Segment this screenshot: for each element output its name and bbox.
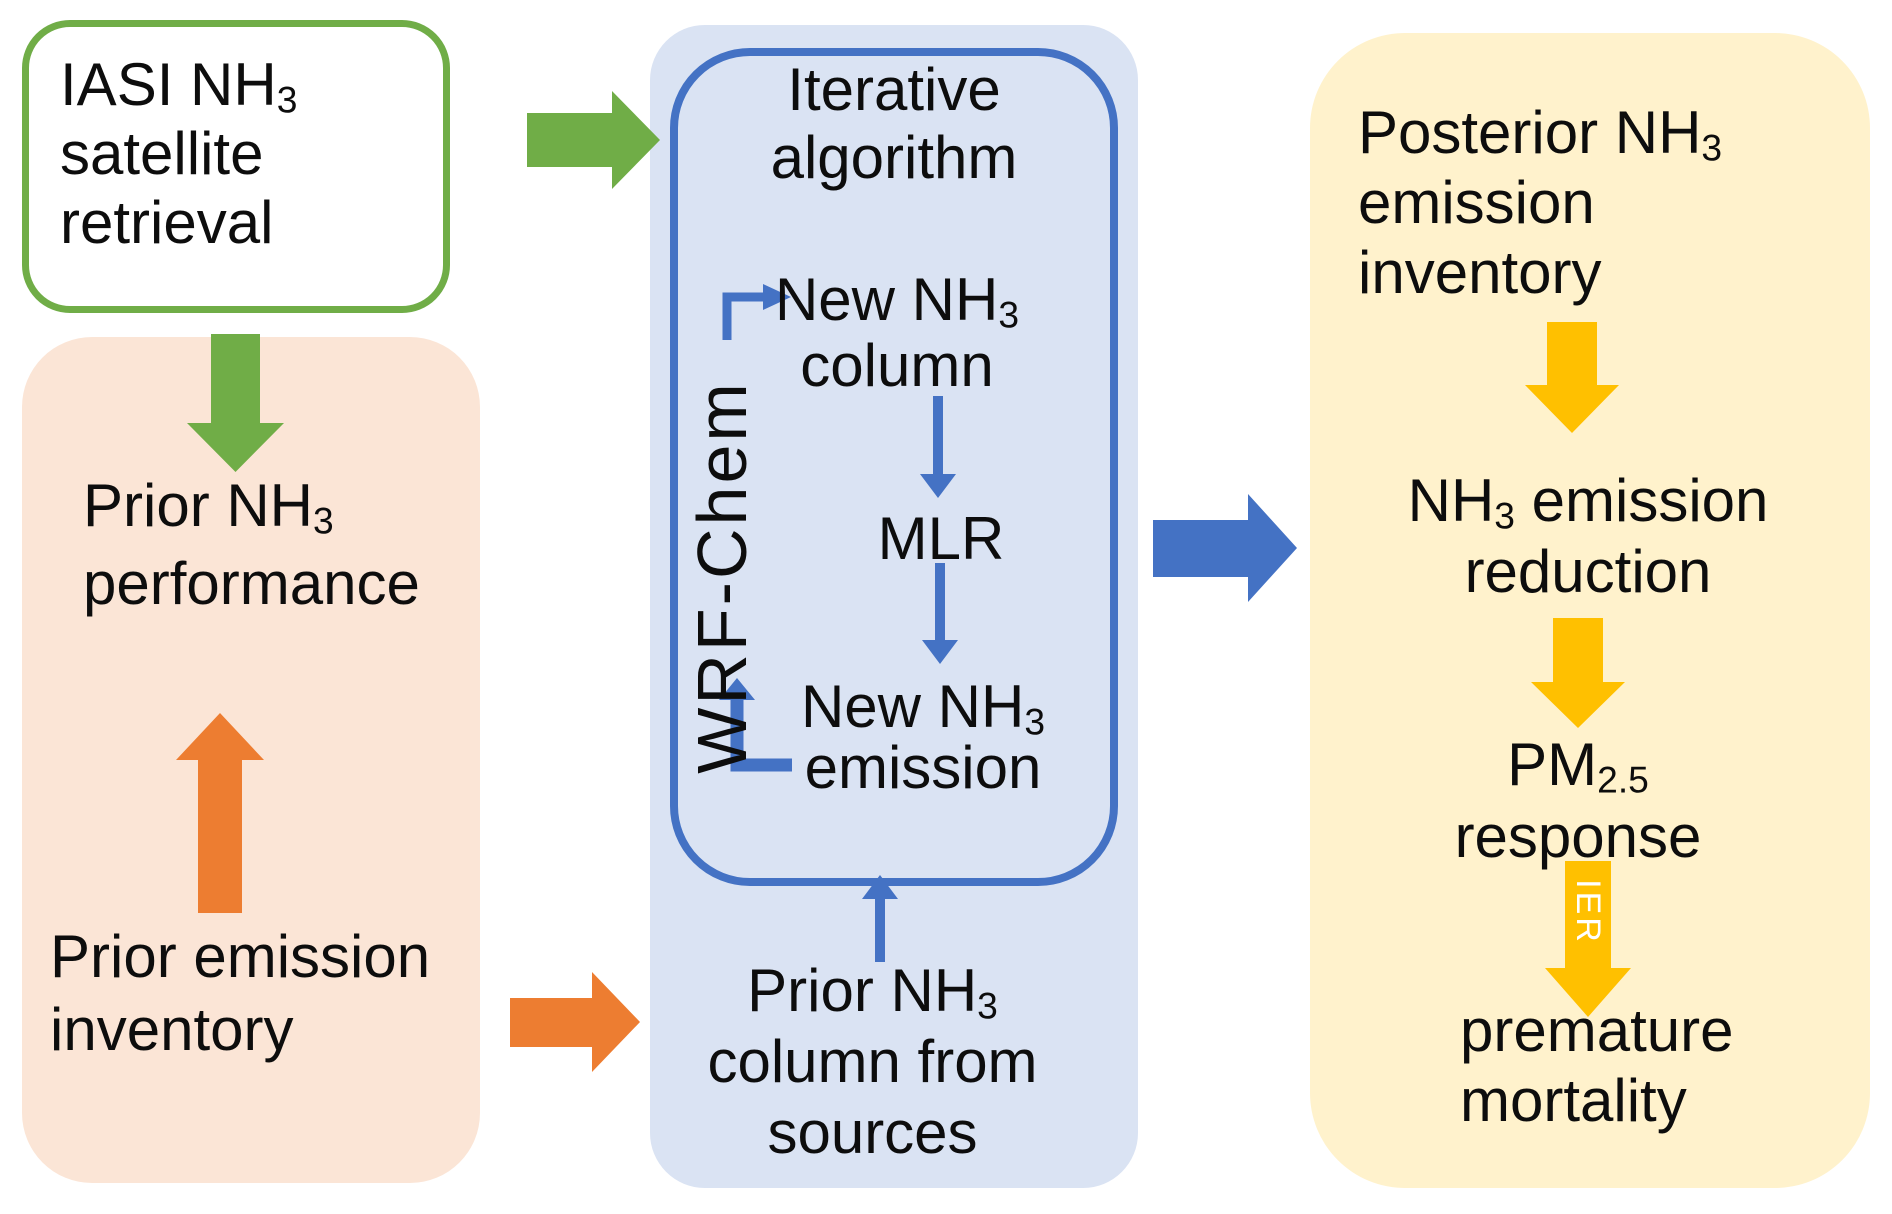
emission-reduction-line1-text: NH bbox=[1407, 467, 1495, 534]
new-emission-line2: emission bbox=[804, 734, 1042, 801]
loop-connector-new-emission-to-wrfchem bbox=[730, 700, 792, 772]
iterative-title: Iterative algorithm bbox=[670, 56, 1118, 192]
nh3-subscript: 3 bbox=[1024, 700, 1046, 743]
posterior-inventory-label: Posterior NH3 emission inventory bbox=[1358, 98, 1722, 308]
pm-response-label: PM2.5 response bbox=[1330, 729, 1826, 873]
ier-arrow-label: IER bbox=[1569, 879, 1607, 945]
nh3-subscript: 3 bbox=[977, 984, 998, 1027]
new-emission-label: New NH3 emission bbox=[780, 676, 1066, 798]
new-emission-line1-text: New NH bbox=[800, 673, 1025, 740]
posterior-line1-text: Posterior NH bbox=[1358, 99, 1702, 166]
prior-column-line1-text: Prior NH bbox=[747, 957, 978, 1024]
orange-up-arrow bbox=[176, 713, 264, 913]
prior-column-line1: Prior NH3 bbox=[655, 955, 1090, 1026]
iterative-group-box bbox=[650, 25, 1138, 1188]
nh3-subscript: 3 bbox=[276, 78, 298, 121]
emission-reduction-line1-rest: emission bbox=[1514, 467, 1769, 534]
new-column-line1: New NH3 bbox=[757, 266, 1037, 336]
nh3-subscript: 3 bbox=[313, 499, 334, 542]
pm25-subscript: 2.5 bbox=[1597, 758, 1649, 801]
posterior-line2: emission bbox=[1358, 169, 1595, 236]
orange-right-arrow bbox=[510, 972, 640, 1072]
prior-inventory-line1: Prior emission bbox=[50, 923, 431, 990]
prior-column-up-connector-head bbox=[862, 875, 898, 899]
prior-inventory-label: Prior emission inventory bbox=[50, 920, 430, 1066]
new-column-line1-text: New NH bbox=[774, 266, 999, 333]
prior-column-line3: sources bbox=[767, 1099, 978, 1166]
premature-mortality-line1: premature bbox=[1460, 997, 1734, 1064]
prior-column-label: Prior NH3 column from sources bbox=[655, 955, 1090, 1168]
prior-performance-line1: Prior NH3 bbox=[83, 467, 420, 545]
nh3-subscript: 3 bbox=[1494, 494, 1515, 537]
iasi-line3: retrieval bbox=[60, 189, 274, 256]
gold-down-arrow-2 bbox=[1531, 618, 1625, 728]
emission-reduction-line2: reduction bbox=[1464, 538, 1712, 605]
prior-inventory-line2: inventory bbox=[50, 996, 294, 1063]
new-emission-line1: New NH3 bbox=[780, 673, 1066, 740]
iasi-line1: IASI NH3 bbox=[60, 50, 297, 119]
prior-performance-label: Prior NH3 performance bbox=[83, 467, 420, 623]
emission-reduction-label: NH3 emission reduction bbox=[1330, 465, 1846, 607]
new-column-line2: column bbox=[800, 332, 994, 399]
prior-performance-line1-text: Prior NH bbox=[83, 472, 314, 539]
premature-mortality-line2: mortality bbox=[1460, 1067, 1687, 1134]
loop-connector-wrfchem-to-new-column bbox=[722, 292, 763, 340]
loop-connector-new-emission-to-wrfchem-head bbox=[719, 678, 755, 700]
prior-performance-line2: performance bbox=[83, 550, 420, 617]
iasi-line1-text: IASI NH bbox=[60, 51, 277, 118]
posterior-line1: Posterior NH3 bbox=[1358, 98, 1722, 168]
premature-mortality-label: premature mortality bbox=[1460, 996, 1733, 1136]
pm-response-line1-text: PM bbox=[1507, 731, 1598, 798]
nh3-subscript: 3 bbox=[1701, 126, 1723, 169]
nh3-subscript: 3 bbox=[998, 293, 1020, 336]
iasi-satellite-box bbox=[22, 20, 450, 313]
gold-down-arrow-ier bbox=[1545, 861, 1631, 1017]
emission-reduction-line1: NH3 emission bbox=[1330, 465, 1846, 536]
iterative-title-line2: algorithm bbox=[770, 124, 1018, 191]
mlr-label: MLR bbox=[877, 505, 1005, 572]
blue-right-arrow bbox=[1153, 494, 1297, 602]
iasi-box-label: IASI NH3 satellite retrieval bbox=[60, 50, 297, 257]
pm-response-line1: PM2.5 bbox=[1330, 729, 1826, 801]
loop-connector-mlr-to-new-emission-head bbox=[922, 640, 958, 664]
loop-connector-new-column-to-mlr-head bbox=[920, 474, 956, 498]
prior-column-line2: column from bbox=[707, 1028, 1038, 1095]
gold-down-arrow-1 bbox=[1525, 322, 1619, 433]
new-column-label: New NH3 column bbox=[757, 267, 1037, 399]
posterior-line3: inventory bbox=[1358, 239, 1602, 306]
iterative-loop-border bbox=[670, 48, 1118, 886]
green-down-arrow bbox=[187, 334, 284, 472]
green-right-arrow bbox=[527, 91, 660, 189]
loop-connector-wrfchem-to-new-column-head bbox=[763, 284, 791, 310]
iasi-line2: satellite bbox=[60, 120, 264, 187]
iterative-title-line1: Iterative bbox=[787, 56, 1001, 123]
pm-response-line2: response bbox=[1454, 803, 1702, 870]
wrf-chem-label: WRF-Chem bbox=[683, 380, 761, 774]
